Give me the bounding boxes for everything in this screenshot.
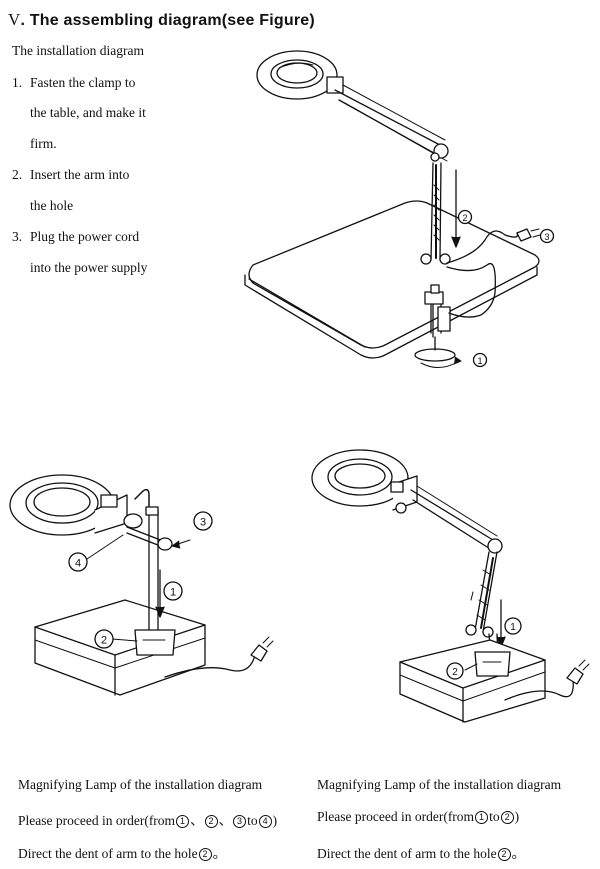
circled-number-2: 2 bbox=[204, 815, 218, 828]
caption-period: 。 bbox=[212, 846, 227, 861]
caption-right-line-1: Magnifying Lamp of the installation diag… bbox=[317, 777, 562, 792]
heading-text: . The assembling diagram(see Figure) bbox=[20, 12, 315, 29]
circled-number-1: 1 bbox=[176, 815, 190, 828]
step-2-text: Insert the arm into bbox=[30, 167, 130, 182]
callout-2: 2 bbox=[457, 209, 473, 225]
caption-left-line-1: Magnifying Lamp of the installation diag… bbox=[18, 777, 263, 792]
step-3-text: Plug the power cord bbox=[30, 229, 140, 244]
svg-text:1: 1 bbox=[510, 622, 516, 633]
callout-3: 3 bbox=[193, 511, 213, 531]
circled-number-2: 2 bbox=[500, 811, 514, 824]
callout-3: 3 bbox=[539, 228, 555, 244]
step-1-line-2: the table, and make it bbox=[30, 105, 146, 120]
circled-number-3: 3 bbox=[233, 815, 247, 828]
svg-text:3: 3 bbox=[544, 232, 549, 242]
step-1-line-1: 1. Fasten the clamp to bbox=[12, 75, 135, 91]
separator: 、 bbox=[190, 813, 204, 828]
step-3-number: 3. bbox=[12, 229, 23, 244]
step-3-line-1: 3. Plug the power cord bbox=[12, 229, 139, 245]
heading-numeral: V bbox=[8, 10, 21, 29]
svg-text:3: 3 bbox=[200, 517, 206, 529]
caption-right-order-prefix: Please proceed in order(from bbox=[317, 809, 475, 824]
svg-text:2: 2 bbox=[462, 213, 467, 223]
figure-clamp-installation: 2 3 1 bbox=[244, 50, 555, 368]
caption-suffix: ) bbox=[514, 809, 520, 824]
svg-text:4: 4 bbox=[75, 558, 81, 570]
circled-number-4: 4 bbox=[258, 815, 272, 828]
caption-suffix: ) bbox=[272, 813, 278, 828]
step-2-line-1: 2. Insert the arm into bbox=[12, 167, 129, 183]
callout-2: 2 bbox=[446, 662, 464, 680]
step-2-number: 2. bbox=[12, 167, 23, 182]
callout-1: 1 bbox=[163, 581, 183, 601]
circled-number-1: 1 bbox=[475, 811, 489, 824]
intro-text: The installation diagram bbox=[12, 43, 144, 58]
svg-text:2: 2 bbox=[452, 667, 458, 678]
separator: 、 bbox=[218, 813, 233, 828]
svg-text:1: 1 bbox=[170, 587, 176, 599]
caption-period: 。 bbox=[511, 846, 526, 861]
step-1-number: 1. bbox=[12, 75, 23, 90]
caption-to: to bbox=[247, 813, 258, 828]
caption-left-direct-text: Direct the dent of arm to the hole bbox=[18, 846, 198, 861]
callout-4: 4 bbox=[68, 552, 88, 572]
svg-text:2: 2 bbox=[101, 635, 107, 647]
circled-number-2: 2 bbox=[198, 848, 212, 861]
callout-1: 1 bbox=[472, 352, 488, 368]
callout-1: 1 bbox=[504, 617, 522, 635]
circled-number-2: 2 bbox=[497, 848, 511, 861]
step-2-line-2: the hole bbox=[30, 198, 74, 213]
step-1-text: Fasten the clamp to bbox=[30, 75, 136, 90]
step-3-line-2: into the power supply bbox=[30, 260, 148, 275]
caption-right-direct-text: Direct the dent of arm to the hole bbox=[317, 846, 497, 861]
svg-text:1: 1 bbox=[477, 356, 482, 366]
figure-base-installation-left: 3 4 1 2 bbox=[9, 474, 274, 696]
caption-to: to bbox=[489, 809, 500, 824]
figure-base-installation-right: 1 2 bbox=[311, 449, 590, 723]
section-heading: V. The assembling diagram(see Figure) bbox=[8, 10, 315, 30]
step-1-line-3: firm. bbox=[30, 136, 57, 151]
caption-left-order-prefix: Please proceed in order(from bbox=[18, 813, 176, 828]
callout-2: 2 bbox=[94, 629, 114, 649]
